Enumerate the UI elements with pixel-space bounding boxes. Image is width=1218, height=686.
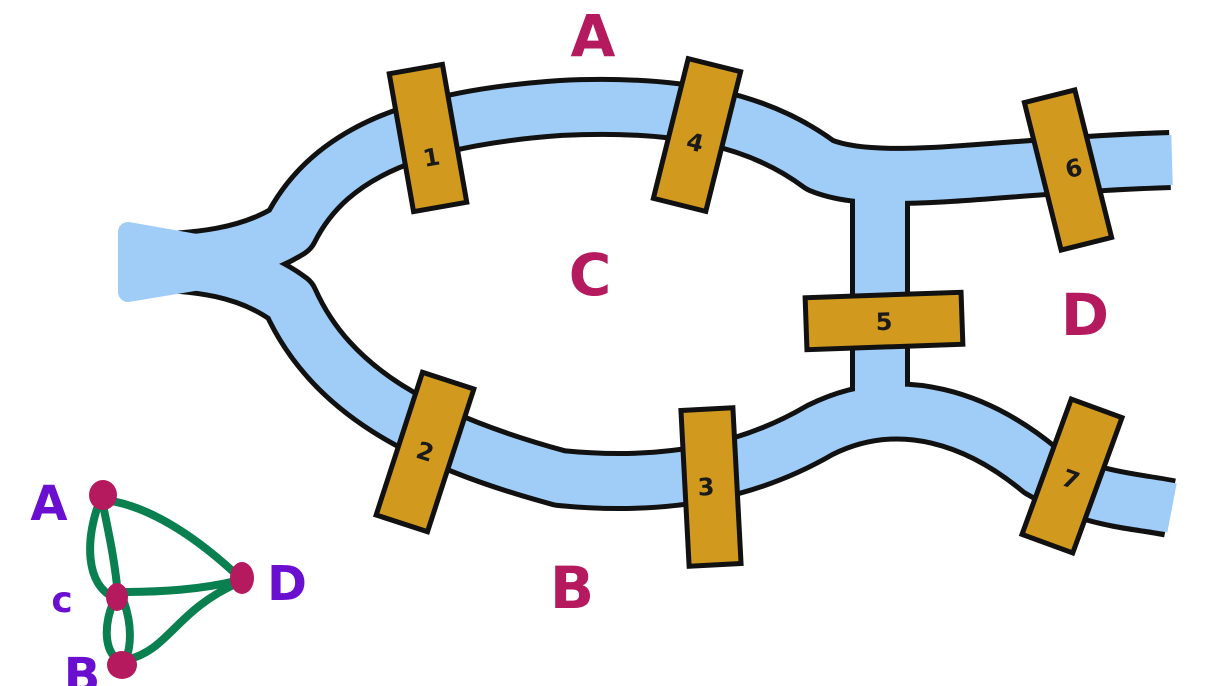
- bridge-6: 6: [1021, 86, 1115, 254]
- bridge-7: 7: [1018, 395, 1126, 557]
- land-label-b: B: [550, 554, 594, 622]
- bridge-label: 5: [875, 308, 893, 337]
- bridge-1: 1: [386, 61, 470, 215]
- bridge-label: 1: [421, 142, 442, 172]
- bridge-4: 4: [650, 55, 744, 215]
- bridge-2: 2: [372, 369, 478, 535]
- land-label-a: A: [571, 2, 616, 70]
- graph-label-a: A: [30, 476, 67, 532]
- bridge-3: 3: [678, 405, 744, 569]
- bridges: 1 2 3 4 5 6 7: [372, 55, 1126, 569]
- graph-edges: [86, 496, 244, 664]
- graph: A c D B: [30, 476, 307, 686]
- graph-node-b: [107, 651, 137, 679]
- graph-label-b: B: [64, 648, 101, 686]
- graph-label-c: c: [51, 580, 72, 621]
- graph-label-d: D: [267, 556, 307, 612]
- graph-edge-c-d: [116, 576, 244, 596]
- graph-edge-b-d: [122, 578, 244, 664]
- land-label-d: D: [1061, 281, 1109, 349]
- graph-edge-c-b-1: [102, 599, 122, 664]
- graph-edge-a-d: [100, 496, 244, 582]
- land-label-c: C: [569, 241, 612, 309]
- bridge-label: 3: [697, 473, 715, 502]
- graph-node-a: [89, 480, 117, 510]
- graph-node-d: [230, 562, 254, 594]
- graph-node-c: [106, 583, 128, 611]
- bridge-5: 5: [802, 289, 966, 353]
- bridge-label: 6: [1062, 153, 1085, 184]
- graph-edge-a-c-2: [98, 496, 122, 600]
- river-water: [118, 81, 1177, 533]
- bridge-label: 4: [684, 127, 707, 158]
- graph-nodes: [89, 480, 254, 679]
